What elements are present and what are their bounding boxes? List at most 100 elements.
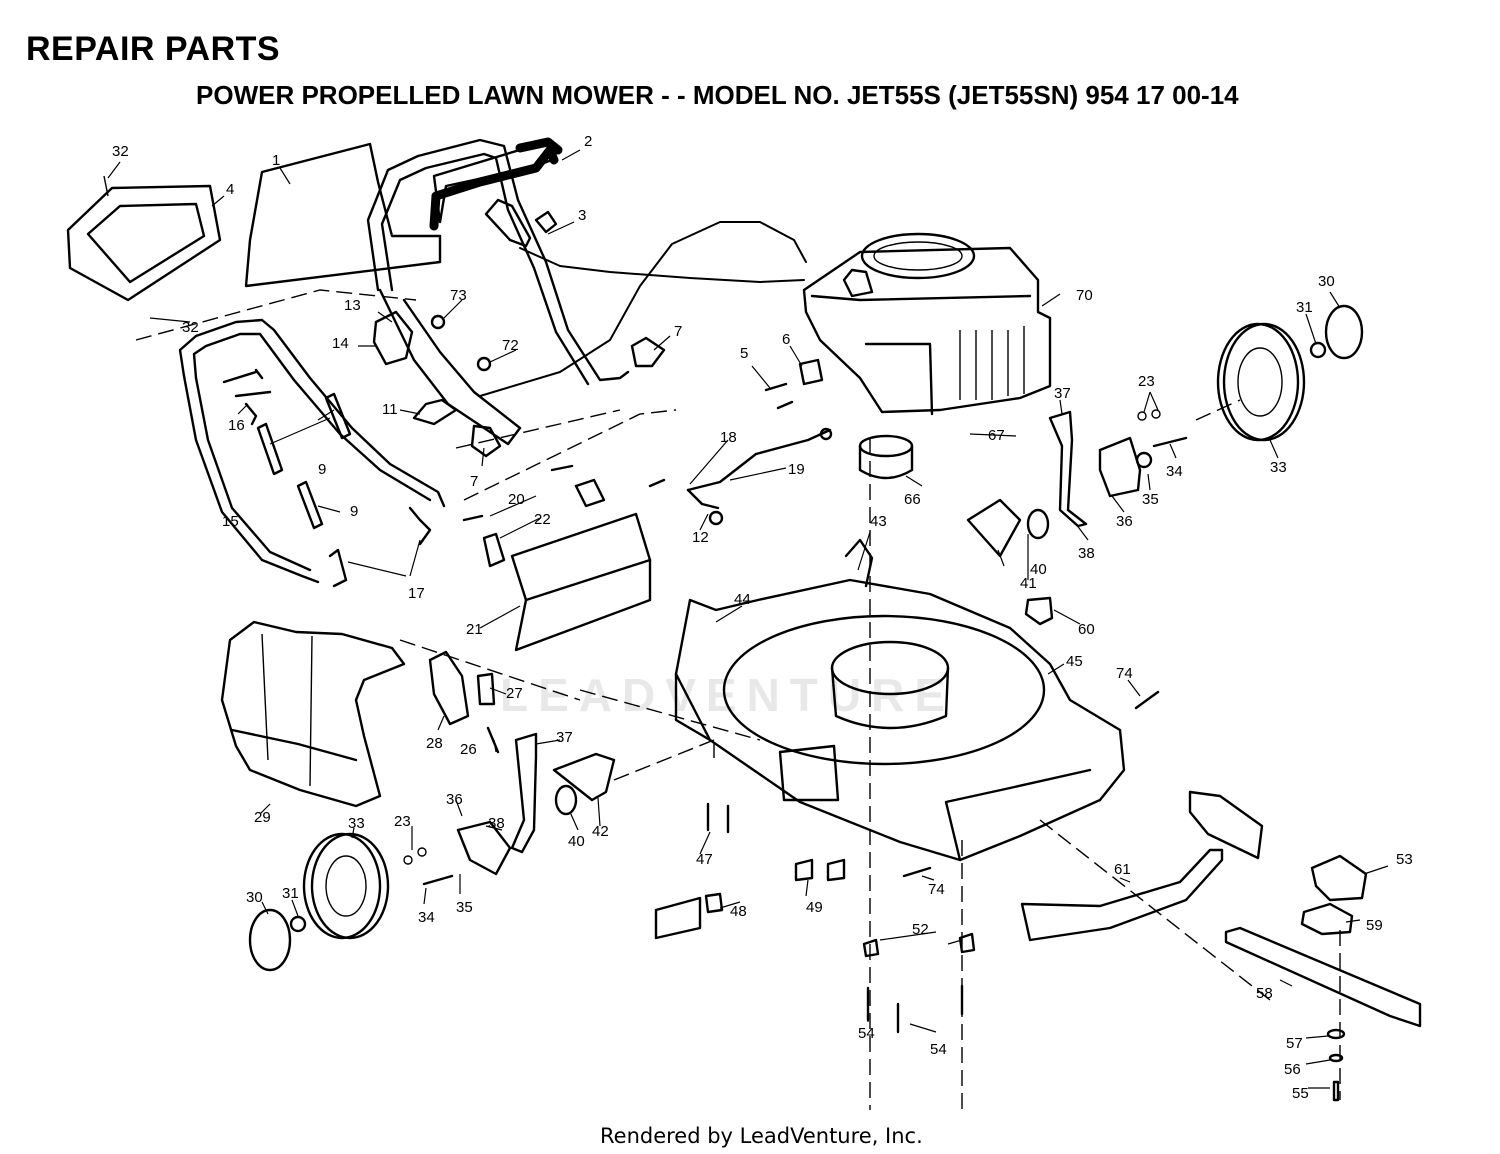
drive-rod-part — [648, 358, 833, 526]
callout-7: 7 — [470, 473, 478, 490]
callout-1: 1 — [272, 152, 280, 169]
callout-17: 17 — [408, 585, 425, 602]
blade-part — [1224, 854, 1422, 1102]
callout-37: 37 — [1054, 385, 1071, 402]
handle-hardware-part — [222, 368, 432, 588]
control-bar-part — [429, 137, 563, 231]
callout-5: 5 — [740, 345, 748, 362]
handle-knob-part — [372, 310, 666, 458]
callout-11: 11 — [382, 401, 398, 418]
callout-38: 38 — [1078, 545, 1095, 562]
footer-credit: Rendered by LeadVenture, Inc. — [600, 1124, 923, 1148]
callout-37: 37 — [556, 729, 573, 746]
callout-45: 45 — [1066, 653, 1083, 670]
callout-2: 2 — [584, 133, 592, 150]
callout-12: 12 — [692, 529, 709, 546]
page-subtitle: POWER PROPELLED LAWN MOWER - - MODEL NO.… — [196, 80, 1239, 110]
callout-56: 56 — [1284, 1061, 1301, 1078]
callout-49: 49 — [806, 899, 823, 916]
callout-38: 38 — [488, 815, 505, 832]
callout-59: 59 — [1366, 917, 1383, 934]
callout-9: 9 — [350, 503, 358, 520]
callout-67: 67 — [988, 427, 1005, 444]
wheel-hardware-part — [289, 341, 1327, 933]
callout-36: 36 — [446, 791, 463, 808]
callout-43: 43 — [870, 513, 887, 530]
callout-30: 30 — [246, 889, 263, 906]
callout-35: 35 — [456, 899, 473, 916]
callout-31: 31 — [1296, 299, 1313, 316]
assembly-lines — [135, 289, 1341, 1110]
callout-32: 32 — [112, 143, 129, 160]
callout-20: 20 — [508, 491, 525, 508]
callout-44: 44 — [734, 591, 751, 608]
callout-70: 70 — [1076, 287, 1093, 304]
manual-part — [244, 142, 442, 288]
watermark: LEADVENTURE — [500, 669, 956, 721]
upper-handle-part — [366, 138, 630, 446]
callout-54: 54 — [930, 1041, 947, 1058]
callout-58: 58 — [1256, 985, 1273, 1002]
callout-48: 48 — [730, 903, 747, 920]
callout-32: 32 — [182, 319, 199, 336]
blade-adapter-part — [858, 434, 914, 480]
callout-22: 22 — [534, 511, 551, 528]
callout-54: 54 — [858, 1025, 875, 1042]
callout-47: 47 — [696, 851, 713, 868]
callout-74: 74 — [1116, 665, 1133, 682]
height-lever-part — [456, 410, 1142, 876]
callout-35: 35 — [1142, 491, 1159, 508]
callout-23: 23 — [394, 813, 411, 830]
callout-30: 30 — [1318, 273, 1335, 290]
callout-7: 7 — [674, 323, 682, 340]
callout-72: 72 — [502, 337, 519, 354]
callout-36: 36 — [1116, 513, 1133, 530]
callout-23: 23 — [1138, 373, 1155, 390]
callout-34: 34 — [418, 909, 435, 926]
callout-53: 53 — [1396, 851, 1413, 868]
callout-61: 61 — [1114, 861, 1131, 878]
grass-bag-part — [220, 620, 406, 808]
callout-4: 4 — [226, 181, 234, 198]
callout-40: 40 — [1030, 561, 1047, 578]
callout-57: 57 — [1286, 1035, 1303, 1052]
callout-6: 6 — [782, 331, 790, 348]
lower-handle-part — [178, 318, 446, 584]
callout-13: 13 — [344, 297, 361, 314]
rear-baffle-part — [462, 464, 652, 652]
callout-52: 52 — [912, 921, 929, 938]
callout-33: 33 — [1270, 459, 1287, 476]
engine-part — [802, 232, 1052, 416]
callout-33: 33 — [348, 815, 365, 832]
callout-3: 3 — [578, 207, 586, 224]
callout-41: 41 — [1020, 575, 1037, 592]
height-adjuster-part — [552, 498, 1054, 816]
deck-hardware-part — [654, 690, 1160, 1034]
callout-40: 40 — [568, 833, 585, 850]
wheel-part — [248, 304, 1364, 972]
callout-14: 14 — [332, 335, 349, 352]
callout-9: 9 — [318, 461, 326, 478]
callout-18: 18 — [720, 429, 737, 446]
callout-15: 15 — [222, 513, 239, 530]
callout-29: 29 — [254, 809, 271, 826]
mower-deck-part — [674, 538, 1126, 862]
skirt-part — [1020, 790, 1264, 942]
callout-21: 21 — [466, 621, 483, 638]
callout-27: 27 — [506, 685, 523, 702]
callout-66: 66 — [904, 491, 921, 508]
callout-19: 19 — [788, 461, 805, 478]
callout-labels: 1234567799111213141516171819202122232326… — [112, 133, 1413, 1102]
catcher-top-part — [66, 175, 222, 302]
callout-60: 60 — [1078, 621, 1095, 638]
callout-26: 26 — [460, 741, 477, 758]
leader-lines — [107, 149, 1389, 1089]
callout-73: 73 — [450, 287, 467, 304]
callout-74: 74 — [928, 881, 945, 898]
callout-16: 16 — [228, 417, 245, 434]
throttle-control-part — [484, 198, 558, 248]
rear-door-bracket-part — [428, 650, 500, 754]
callout-31: 31 — [282, 885, 299, 902]
callout-55: 55 — [1292, 1085, 1309, 1102]
